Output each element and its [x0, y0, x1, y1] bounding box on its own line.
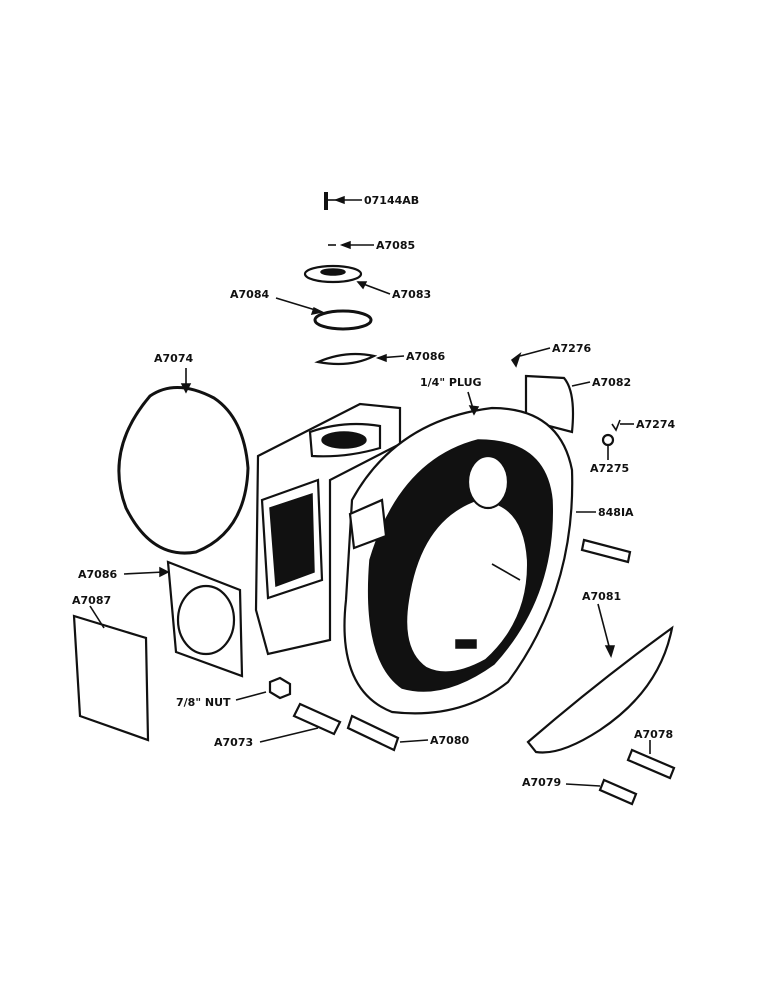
- label-a7086-top: A7086: [406, 350, 445, 363]
- part-a7276-clip: [510, 351, 522, 368]
- label-848ia: 848IA: [598, 506, 634, 519]
- part-a7087-plate: [72, 614, 150, 742]
- label-a7078: A7078: [634, 728, 673, 741]
- part-a7084-oring: [313, 309, 373, 331]
- arrow-a7081: [604, 645, 616, 659]
- part-a7086-gasket-side: [166, 560, 244, 678]
- label-plug: 1/4" PLUG: [420, 376, 482, 389]
- part-a7074-oring: [117, 386, 250, 555]
- part-a7080-bolt: [346, 714, 400, 752]
- part-nut: [268, 676, 292, 700]
- part-a7274-pin: [611, 419, 621, 432]
- part-a7083-cap: [303, 264, 363, 284]
- label-a7073: A7073: [214, 736, 253, 749]
- arrow-a7085: [339, 240, 351, 250]
- leader-a7080: [399, 739, 429, 743]
- part-a7275-washer: [601, 433, 615, 447]
- arrow-07144ab: [333, 195, 345, 205]
- leader-a7073: [259, 727, 319, 743]
- arrow-a7084: [310, 306, 325, 315]
- label-a7275: A7275: [590, 462, 629, 475]
- part-housing-bolt: [580, 538, 632, 564]
- part-a7081-cover: [526, 625, 674, 754]
- label-a7083: A7083: [392, 288, 431, 301]
- label-a7086-side: A7086: [78, 568, 117, 581]
- label-a7074: A7074: [154, 352, 193, 365]
- label-a7084: A7084: [230, 288, 269, 301]
- label-nut: 7/8" NUT: [176, 696, 231, 709]
- label-a7079: A7079: [522, 776, 561, 789]
- leader-a7276: [519, 347, 551, 357]
- label-07144ab: 07144AB: [364, 194, 419, 207]
- label-a7274: A7274: [636, 418, 675, 431]
- part-a7079-bolt: [598, 778, 638, 806]
- leader-a7079: [565, 783, 601, 787]
- leader-nut: [235, 691, 267, 701]
- arrow-plug: [468, 405, 480, 416]
- part-848ia-housing: [254, 402, 574, 715]
- label-a7085: A7085: [376, 239, 415, 252]
- part-a7086-gasket-top: [314, 352, 378, 366]
- label-a7082: A7082: [592, 376, 631, 389]
- leader-a7087: [89, 605, 105, 629]
- leader-a7086-side: [123, 571, 165, 575]
- leader-a7081: [597, 603, 611, 651]
- part-a7073-stud: [292, 702, 342, 736]
- part-07144ab-bolt: [324, 192, 336, 210]
- leader-a7082: [571, 381, 591, 387]
- arrow-a7083: [356, 281, 368, 290]
- label-a7276: A7276: [552, 342, 591, 355]
- label-a7087: A7087: [72, 594, 111, 607]
- arrow-a7086-side: [159, 566, 170, 578]
- label-a7080: A7080: [430, 734, 469, 747]
- arrow-a7074: [180, 383, 192, 394]
- part-a7078-bolt: [626, 748, 676, 780]
- label-a7081: A7081: [582, 590, 621, 603]
- arrow-a7086-top: [375, 353, 387, 363]
